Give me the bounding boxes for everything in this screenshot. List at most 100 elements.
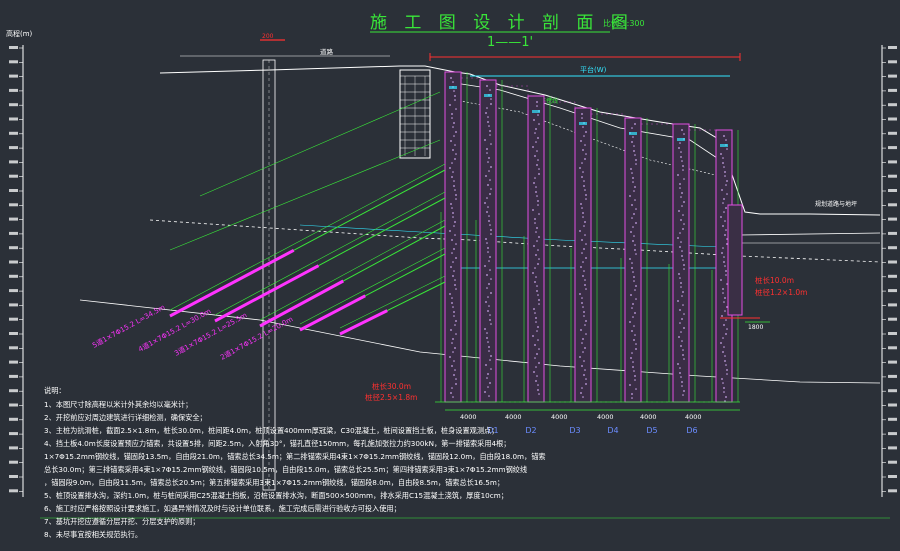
pile-fill-dot <box>490 229 492 231</box>
pile-fill-dot <box>677 300 679 302</box>
pile-fill-dot <box>680 219 682 221</box>
pile-fill-dot <box>633 325 635 327</box>
pile-fill-dot <box>677 237 679 239</box>
pile-fill-dot <box>452 149 454 151</box>
pile-fill-dot <box>585 194 587 196</box>
pile-fill-dot <box>680 151 682 153</box>
pile-fill-dot <box>453 360 455 362</box>
pile-fill-dot <box>455 243 457 245</box>
top-dimensions <box>180 39 741 77</box>
anchor-cables <box>169 91 446 336</box>
ruler-tick-label <box>888 103 897 107</box>
pile-fill-dot <box>679 142 681 144</box>
pile-fill-dot <box>683 133 685 135</box>
pile-fill-dot <box>536 227 538 229</box>
pile-fill-dot <box>487 341 489 343</box>
pile-fill-dot <box>723 324 725 326</box>
pile-fill-dot <box>452 212 454 214</box>
pile-fill-dot <box>536 290 538 292</box>
pile-fill-dot <box>724 310 726 312</box>
pile-body <box>574 107 592 403</box>
anchor-bonded-length <box>299 294 366 332</box>
pile-fill-dot <box>538 362 540 364</box>
pile-fill-dot <box>486 337 488 339</box>
ruler-tick-label <box>9 60 18 64</box>
pile-fill-dot <box>487 161 489 163</box>
pile-fill-dot <box>489 224 491 226</box>
pile-fill-dot <box>723 211 725 213</box>
pile-fill-dot <box>534 222 536 224</box>
pile-fill-dot <box>452 338 454 340</box>
pile-fill-dot <box>583 315 585 317</box>
pile-fill-dot <box>484 328 486 330</box>
pile-fill-dot <box>453 248 455 250</box>
ruler-tick-label <box>9 131 18 135</box>
pile-fill-dot <box>632 136 634 138</box>
pile-fill-dot <box>537 137 539 139</box>
pile-fill-dot <box>722 162 724 164</box>
pile-fill-dot <box>584 144 586 146</box>
pile-fill-dot <box>633 213 635 215</box>
pile-fill-dot <box>581 117 583 119</box>
spacing-label: 4000 <box>551 413 568 421</box>
pile-fill-dot <box>452 171 454 173</box>
pile-fill-dot <box>724 297 726 299</box>
pile-fill-dot <box>682 214 684 216</box>
pile-fill-dot <box>580 140 582 142</box>
pile-fill-dot <box>534 281 536 283</box>
pile-fill-dot <box>537 339 539 341</box>
pile-fill-dot <box>721 252 723 254</box>
pile-fill-dot <box>683 268 685 270</box>
pile-fill-dot <box>582 171 584 173</box>
ruler-tick-label <box>888 74 897 78</box>
ruler-tick-label <box>9 389 18 393</box>
pile-fill-dot <box>585 333 587 335</box>
pile-fill-dot <box>451 297 453 299</box>
pile-fill-dot <box>486 197 488 199</box>
pile-fill-dot <box>679 183 681 185</box>
pile-fill-dot <box>683 178 685 180</box>
ruler-tick-label <box>9 203 18 207</box>
pile-fill-dot <box>537 159 539 161</box>
pile-fill-dot <box>486 107 488 109</box>
pile-fill-dot <box>487 116 489 118</box>
pile-fill-dot <box>634 379 636 381</box>
pile-fill-dot <box>680 156 682 158</box>
pile-fill-dot <box>682 349 684 351</box>
pile-fill-dot <box>680 286 682 288</box>
pile-fill-dot <box>538 173 540 175</box>
top-label-excavation: 开挖线 <box>540 97 558 105</box>
anchor-guide <box>339 275 446 329</box>
pile-fill-dot <box>720 216 722 218</box>
pile-fill-dot <box>726 238 728 240</box>
pile-fill-dot <box>536 195 538 197</box>
spacing-label: 4000 <box>640 413 657 421</box>
pile-fill-dot <box>583 360 585 362</box>
pile-fill-dot <box>723 387 725 389</box>
pile-fill-dot <box>538 213 540 215</box>
pile-fill-dot <box>632 303 634 305</box>
pile-fill-dot <box>454 158 456 160</box>
pile-fill-dot <box>723 256 725 258</box>
pile-fill-dot <box>450 329 452 331</box>
pile-spacing-zone <box>688 129 717 403</box>
pile-marker <box>532 110 540 113</box>
ruler-tick-label <box>9 374 18 378</box>
pile-length-note: 桩长30.0m <box>372 381 411 391</box>
pile-fill-dot <box>580 329 582 331</box>
pile-fill-dot <box>486 242 488 244</box>
pile-fill-dot <box>490 103 492 105</box>
pile-fill-dot <box>584 347 586 349</box>
pile-spacing-zone <box>590 113 626 403</box>
notes-title: 说明： <box>44 386 66 395</box>
pile-fill-dot <box>582 212 584 214</box>
pile-fill-dot <box>721 189 723 191</box>
pile-fill-dot <box>537 384 539 386</box>
pile-fill-dot <box>490 278 492 280</box>
pile-fill-dot <box>631 352 633 354</box>
ruler-tick-label <box>888 475 897 478</box>
spacing-label: 4000 <box>505 413 522 421</box>
pile-fill-dot <box>631 172 633 174</box>
pile-fill-dot <box>449 104 451 106</box>
pile-fill-dot <box>679 322 681 324</box>
